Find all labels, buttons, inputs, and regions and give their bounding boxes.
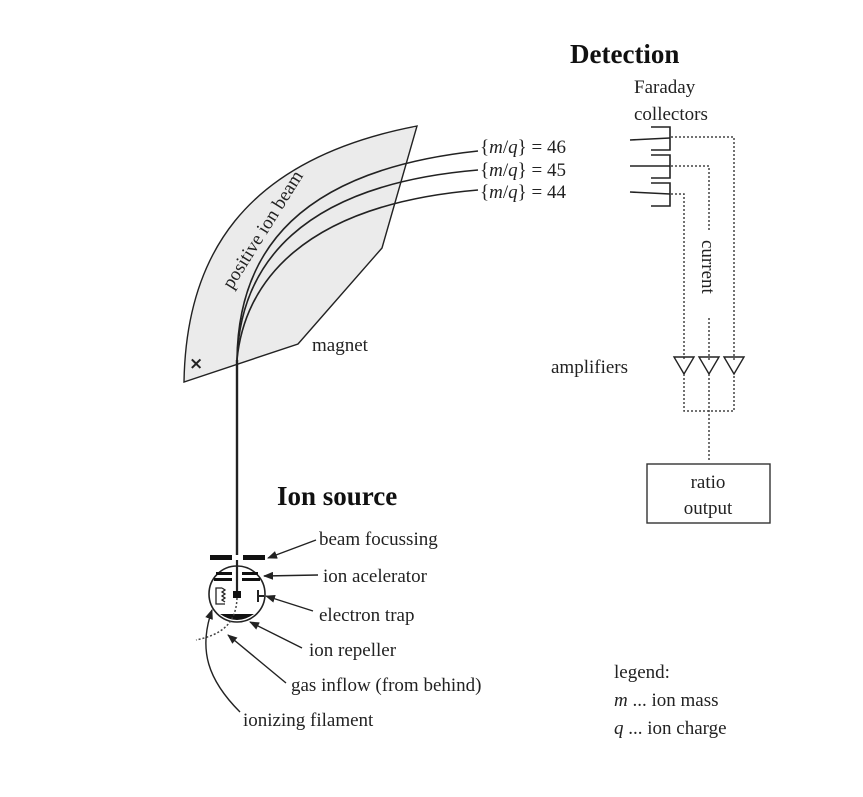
beam-focussing-plate-left <box>210 555 232 560</box>
ion-accelerator-plate-right-2 <box>242 578 260 581</box>
wire-44 <box>671 193 685 360</box>
ion-beam-46 <box>236 150 479 361</box>
label-ionizing-filament: ionizing filament <box>243 710 374 731</box>
ion-beam-44 <box>236 189 479 361</box>
ion-beam-45 <box>236 169 479 361</box>
svg-text:{m/q} = 46: {m/q} = 46 <box>480 137 566 158</box>
current-label: current <box>697 240 718 295</box>
mq-label-46: {m/q} = 46 <box>480 137 566 158</box>
label-ion-repeller: ion repeller <box>309 640 397 661</box>
arrow-electron-trap <box>265 594 314 612</box>
svg-text:{m/q} = 44: {m/q} = 44 <box>480 182 566 203</box>
electron-path <box>195 597 238 641</box>
ion-accelerator-plate-left-1 <box>216 572 232 575</box>
label-gas-inflow: gas inflow (from behind) <box>291 675 481 696</box>
faraday-collector-46 <box>629 126 671 151</box>
ion-source-title: Ion source <box>277 481 397 511</box>
magnetic-field-symbol: × <box>189 354 203 374</box>
label-beam-focussing: beam focussing <box>319 529 438 550</box>
amplifier-45-icon <box>697 356 721 376</box>
ion-accelerator-plate-right-1 <box>242 572 258 575</box>
detection-title: Detection <box>570 39 679 69</box>
magnet-label: magnet <box>312 335 369 356</box>
amplifier-46-icon <box>722 356 746 376</box>
electron-trap-icon <box>257 590 264 602</box>
ratio-output-box <box>646 463 771 524</box>
legend-title: legend: <box>614 662 670 683</box>
ion-accelerator-plate-left-2 <box>214 578 232 581</box>
wire-45 <box>671 165 710 230</box>
arrow-ion-accelerator <box>263 571 319 580</box>
label-electron-trap: electron trap <box>319 605 414 626</box>
beam-focussing-plate-right <box>243 555 265 560</box>
magnet-region <box>183 125 418 383</box>
wire-46 <box>671 136 735 360</box>
label-ion-accelerator: ion acelerator <box>323 566 428 587</box>
ion-source-block <box>233 591 241 598</box>
faraday-collector-44 <box>629 182 671 207</box>
mq-label-44: {m/q} = 44 <box>480 182 566 203</box>
faraday-collector-45 <box>630 154 671 179</box>
filament-icon <box>215 587 227 605</box>
ratio-output-line1: ratio <box>691 472 726 493</box>
legend-item-q: q ... ion charge <box>614 718 727 739</box>
arrow-beam-focussing <box>267 539 317 559</box>
faraday-label-line2: collectors <box>634 104 708 125</box>
faraday-label-line1: Faraday <box>634 77 696 98</box>
amplifiers-label: amplifiers <box>551 357 628 378</box>
mq-label-45: {m/q} = 45 <box>480 160 566 181</box>
ion-repeller-plate <box>220 614 254 620</box>
arrow-ionizing-filament <box>205 609 241 713</box>
legend-item-m: m ... ion mass <box>614 690 719 711</box>
amplifier-44-icon <box>672 356 696 376</box>
arrow-ion-repeller <box>249 621 303 649</box>
svg-text:{m/q} = 45: {m/q} = 45 <box>480 160 566 181</box>
ratio-output-line2: output <box>684 498 733 519</box>
arrow-gas-inflow <box>227 634 287 684</box>
